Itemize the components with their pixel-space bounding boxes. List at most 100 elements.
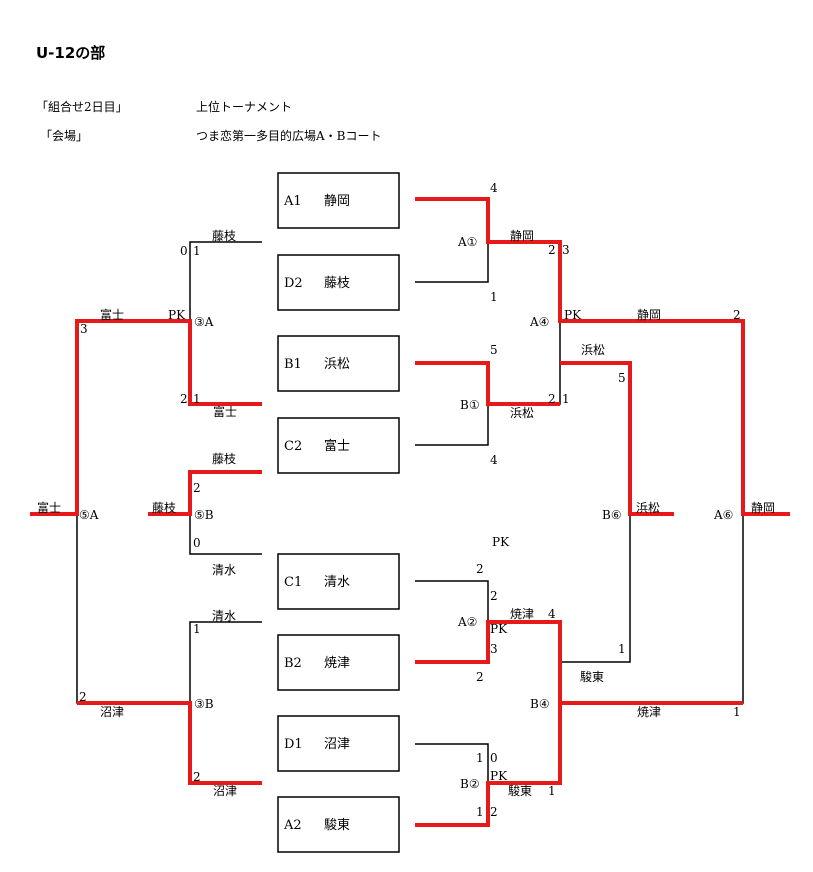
pk-label: PK (490, 769, 508, 783)
seed-code: D2 (284, 276, 303, 291)
seed-code: B2 (284, 656, 302, 671)
seed-code: A2 (283, 818, 302, 833)
bracket-label: 清水 (212, 563, 236, 577)
bracket-label: 藤枝 (152, 500, 176, 515)
bracket-line (189, 621, 262, 703)
bracket-line (560, 514, 631, 663)
score-label: 3 (490, 642, 498, 656)
score-label: 2 (476, 562, 484, 576)
seed-box (277, 254, 400, 311)
bracket-label: B④ (530, 697, 550, 711)
pk-label: PK (490, 622, 508, 636)
winner-line (30, 319, 262, 516)
seed-team: 富士 (324, 438, 350, 454)
bracket-label: 沼津 (100, 705, 124, 719)
seed-box (277, 553, 400, 610)
score-label: 5 (490, 343, 498, 357)
bracket-label: B⑥ (602, 508, 622, 522)
bracket-label: B② (460, 777, 480, 791)
seed-team: 清水 (324, 575, 350, 590)
score-label: 2 (490, 589, 498, 603)
seed-code: C1 (284, 575, 302, 590)
seed-box (277, 715, 400, 772)
bracket-label: 藤枝 (212, 228, 236, 243)
bracket-label: 静岡 (637, 308, 661, 322)
score-label: 1 (476, 751, 484, 765)
seed-box (277, 335, 400, 392)
score-label: 3 (562, 243, 570, 257)
score-label: 1 (193, 392, 201, 406)
bracket-label: 焼津 (510, 607, 534, 621)
bracket-label: 富士 (213, 404, 237, 419)
page-title: U-12の部 (36, 44, 106, 62)
winner-line (77, 701, 262, 785)
score-label: 2 (490, 805, 498, 819)
score-label: 2 (79, 690, 87, 704)
bracket-label: 駿東 (508, 784, 532, 798)
score-label: 0 (180, 244, 188, 258)
winner-line (415, 703, 562, 827)
score-label: 1 (733, 705, 741, 719)
bracket-label: 富士 (100, 307, 124, 322)
score-label: 2 (180, 392, 188, 406)
score-label: 2 (193, 481, 201, 495)
seed-box (277, 796, 400, 853)
score-label: 2 (548, 392, 556, 406)
bracket-label: ⑤A (79, 508, 99, 522)
seed-code: D1 (284, 737, 303, 752)
bracket-label: 浜松 (510, 406, 534, 420)
bracket-label: 静岡 (510, 229, 534, 243)
score-label: 4 (490, 453, 498, 467)
winner-lines (30, 197, 790, 827)
pk-label: PK (492, 535, 510, 549)
schedule-value: 上位トーナメント (196, 100, 293, 114)
bracket-label: 清水 (212, 609, 236, 623)
score-label: 0 (490, 751, 498, 765)
seed-team: 焼津 (324, 656, 350, 671)
venue-value: つま恋第一多目的広場A・Bコート (196, 129, 382, 143)
score-label: 2 (476, 670, 484, 684)
venue-label: 「会場」 (40, 129, 89, 143)
score-label: 4 (490, 181, 498, 195)
seed-team: 沼津 (324, 737, 350, 752)
seed-box (277, 417, 400, 474)
winner-line (148, 470, 262, 516)
schedule-label: 「組合せ2日目」 (36, 100, 128, 114)
bracket-label: 浜松 (581, 343, 605, 357)
bracket-label: 富士 (37, 500, 61, 515)
score-label: 2 (548, 243, 556, 257)
bracket-label: A① (457, 235, 477, 249)
seed-code: B1 (284, 357, 302, 372)
bracket-line (560, 362, 631, 514)
score-label: 1 (548, 784, 556, 798)
score-label: 5 (618, 371, 626, 385)
pk-label: PK (564, 308, 582, 322)
bracket-label: 沼津 (213, 784, 237, 798)
score-label: 1 (193, 622, 201, 636)
bracket-label: 浜松 (636, 501, 660, 515)
score-label: 1 (490, 290, 498, 304)
bracket-label: 焼津 (637, 705, 661, 719)
winner-line (415, 361, 560, 406)
bracket-label: A② (457, 615, 477, 629)
winner-line (415, 197, 790, 516)
bracket-label: 藤枝 (212, 451, 236, 466)
seed-team: 駿東 (324, 817, 350, 833)
bracket-label: ③A (194, 315, 214, 329)
seed-team: 浜松 (324, 357, 350, 372)
seed-code: C2 (284, 439, 302, 454)
seed-team: 静岡 (324, 194, 350, 209)
bracket-label: A⑥ (713, 508, 733, 522)
winner-line (560, 361, 674, 516)
bracket-label: 静岡 (751, 501, 775, 515)
score-label: 1 (562, 392, 570, 406)
score-label: 1 (193, 244, 201, 258)
score-label: 3 (80, 322, 88, 336)
score-label: 0 (193, 536, 201, 550)
bracket-line (189, 703, 262, 784)
seed-box (277, 634, 400, 691)
bracket-label: A④ (529, 315, 549, 329)
